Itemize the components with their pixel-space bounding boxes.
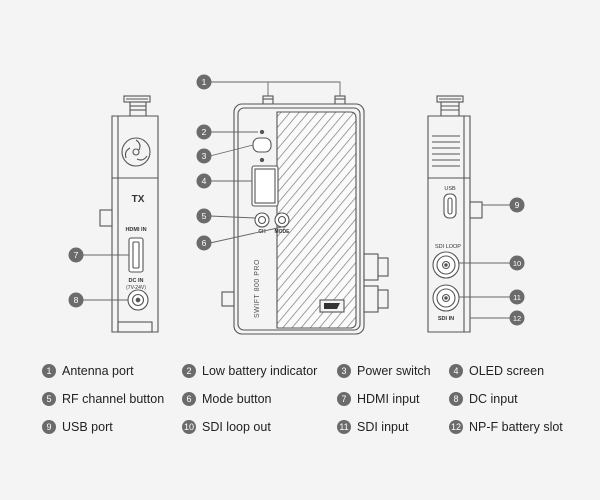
legend-number: 10 bbox=[182, 420, 196, 434]
callout-badge-9: 9 bbox=[509, 197, 525, 213]
legend-item: 5 RF channel button bbox=[42, 388, 164, 410]
legend-item: 10 SDI loop out bbox=[182, 416, 271, 438]
legend-item: 1 Antenna port bbox=[42, 360, 134, 382]
dc-voltage-label: (7V-24V) bbox=[126, 285, 146, 291]
legend-item: 7 HDMI input bbox=[337, 388, 420, 410]
power-switch bbox=[252, 137, 272, 153]
legend-item: 3 Power switch bbox=[337, 360, 431, 382]
callout-badge-1: 1 bbox=[196, 74, 212, 90]
sdi-loop-label: SDI LOOP bbox=[435, 244, 461, 250]
hdmi-in-label: HDMI IN bbox=[125, 227, 146, 233]
device-diagram: TX HDMI IN DC IN (7V-24V) bbox=[68, 74, 525, 335]
callout-badge-12: 12 bbox=[509, 310, 525, 326]
legend-label: Antenna port bbox=[62, 364, 134, 378]
legend-item: 12 NP-F battery slot bbox=[449, 416, 563, 438]
legend-label: NP-F battery slot bbox=[469, 420, 563, 434]
front-view: CH MODE SWIFT 800 PRO bbox=[221, 95, 389, 335]
product-name: SWIFT 800 PRO bbox=[254, 259, 261, 318]
antenna-ports-front bbox=[262, 95, 346, 105]
callout-badge-5: 5 bbox=[196, 208, 212, 224]
dc-port bbox=[127, 289, 149, 311]
legend-number: 12 bbox=[449, 420, 463, 434]
usb-port bbox=[443, 193, 457, 219]
legend-item: 4 OLED screen bbox=[449, 360, 544, 382]
legend-number: 3 bbox=[337, 364, 351, 378]
legend-number: 9 bbox=[42, 420, 56, 434]
sdi-loop-port bbox=[432, 251, 460, 279]
legend-label: DC input bbox=[469, 392, 518, 406]
svg-text:11: 11 bbox=[513, 293, 521, 302]
hdmi-port bbox=[128, 237, 144, 273]
callout-lines bbox=[83, 81, 510, 319]
legend-item: 9 USB port bbox=[42, 416, 113, 438]
legend-item: 6 Mode button bbox=[182, 388, 272, 410]
left-side-view: TX HDMI IN DC IN (7V-24V) bbox=[99, 95, 159, 333]
usb-label: USB bbox=[444, 186, 456, 192]
ch-label: CH bbox=[258, 229, 266, 235]
mode-button bbox=[274, 212, 290, 228]
callout-badge-3: 3 bbox=[196, 148, 212, 164]
svg-text:9: 9 bbox=[515, 200, 520, 210]
legend-label: SDI loop out bbox=[202, 420, 271, 434]
legend: 1 Antenna port 2 Low battery indicator 3… bbox=[0, 355, 600, 495]
svg-text:4: 4 bbox=[202, 176, 207, 186]
legend-item: 11 SDI input bbox=[337, 416, 408, 438]
sdi-in-label: SDI IN bbox=[438, 316, 454, 322]
svg-text:3: 3 bbox=[202, 151, 207, 161]
callout-badge-8: 8 bbox=[68, 292, 84, 308]
svg-text:12: 12 bbox=[513, 314, 521, 323]
tx-label: TX bbox=[132, 194, 145, 205]
sdi-in-port bbox=[432, 284, 460, 312]
low-battery-led bbox=[259, 129, 265, 135]
svg-text:10: 10 bbox=[513, 259, 521, 268]
callout-badge-6: 6 bbox=[196, 235, 212, 251]
legend-number: 2 bbox=[182, 364, 196, 378]
legend-label: USB port bbox=[62, 420, 113, 434]
dc-in-label: DC IN bbox=[129, 278, 144, 284]
legend-item: 8 DC input bbox=[449, 388, 518, 410]
fan-icon bbox=[121, 137, 151, 167]
brand-logo-icon bbox=[324, 303, 340, 309]
legend-number: 1 bbox=[42, 364, 56, 378]
legend-label: HDMI input bbox=[357, 392, 420, 406]
legend-label: Mode button bbox=[202, 392, 272, 406]
legend-label: OLED screen bbox=[469, 364, 545, 378]
oled-screen bbox=[251, 165, 279, 207]
svg-text:5: 5 bbox=[202, 211, 207, 221]
right-side-view: USB SDI LOOP SDI IN bbox=[427, 95, 483, 333]
legend-label: Power switch bbox=[357, 364, 431, 378]
legend-label: Low battery indicator bbox=[202, 364, 318, 378]
ch-button bbox=[254, 212, 270, 228]
svg-text:7: 7 bbox=[74, 250, 79, 260]
antenna-mount-right bbox=[436, 95, 464, 117]
legend-number: 4 bbox=[449, 364, 463, 378]
svg-text:2: 2 bbox=[202, 127, 207, 137]
mode-label: MODE bbox=[275, 229, 291, 235]
vent-grille bbox=[432, 135, 460, 167]
legend-number: 6 bbox=[182, 392, 196, 406]
antenna-mount-left bbox=[123, 95, 151, 117]
svg-text:6: 6 bbox=[202, 238, 207, 248]
legend-label: SDI input bbox=[357, 420, 409, 434]
callout-badge-7: 7 bbox=[68, 247, 84, 263]
legend-number: 7 bbox=[337, 392, 351, 406]
callout-badge-4: 4 bbox=[196, 173, 212, 189]
legend-number: 8 bbox=[449, 392, 463, 406]
legend-number: 11 bbox=[337, 420, 351, 434]
callout-badge-2: 2 bbox=[196, 124, 212, 140]
legend-item: 2 Low battery indicator bbox=[182, 360, 317, 382]
legend-label: RF channel button bbox=[62, 392, 165, 406]
svg-text:8: 8 bbox=[74, 295, 79, 305]
callout-badge-10: 10 bbox=[509, 255, 525, 271]
legend-number: 5 bbox=[42, 392, 56, 406]
svg-text:1: 1 bbox=[202, 77, 207, 87]
callout-badge-11: 11 bbox=[509, 289, 525, 305]
